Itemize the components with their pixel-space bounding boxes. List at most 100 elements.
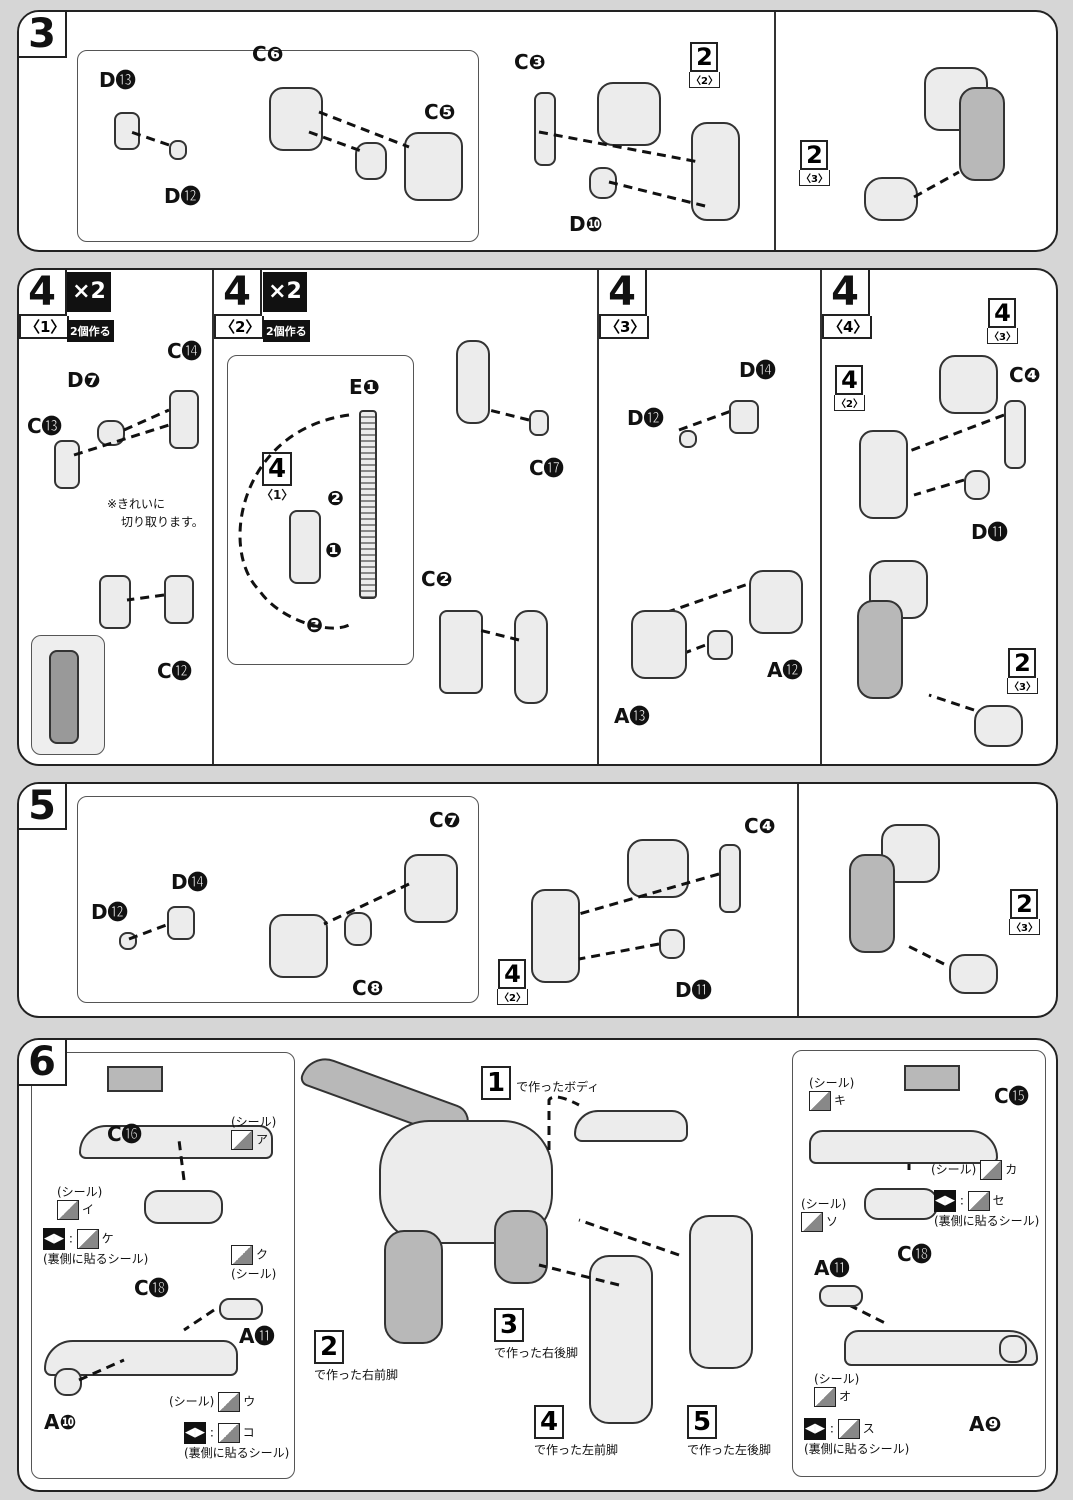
foot-part (864, 177, 918, 221)
leg-part (859, 430, 908, 519)
part-label: C❽ (352, 976, 384, 1000)
part-label: C⓮ (167, 339, 202, 363)
part-label: E❶ (349, 375, 380, 399)
part-a11 (219, 1298, 263, 1320)
step-number: 6 (19, 1040, 67, 1086)
step-reference-sub: 〈1〉 (261, 488, 294, 502)
part-c2 (439, 610, 483, 694)
divider (212, 270, 214, 764)
seal-icon (76, 1229, 99, 1249)
part-label: D⓮ (739, 358, 776, 382)
assembled-joint (99, 575, 131, 629)
part-leg (691, 122, 740, 221)
seal-label: ク(シール) (231, 1245, 276, 1282)
back-seal-label: ◀▶ : コ(裏側に貼るシール) (184, 1422, 289, 1461)
step-order-3: ❸ (306, 613, 323, 637)
left-wing-box (31, 1052, 295, 1479)
part-label: A⓬ (767, 658, 803, 682)
part-d13 (114, 112, 140, 150)
part-label: D⓬ (91, 900, 128, 924)
part-c3 (534, 92, 556, 166)
cut-cleanly-note: 切り取ります。 (121, 515, 204, 529)
part-label: A⓫ (814, 1256, 850, 1280)
part-a9 (999, 1335, 1027, 1363)
back-seal-label: ◀▶ : ケ(裏側に貼るシール) (43, 1228, 148, 1267)
step-reference: 4〈3〉 (987, 298, 1018, 344)
step-reference: 2〈3〉 (1007, 648, 1038, 694)
right-front-leg (384, 1230, 443, 1344)
part-label: D⓬ (164, 184, 201, 208)
make-two-note: 2個作る (263, 320, 310, 342)
part-label: A⓭ (614, 704, 650, 728)
part-d11 (964, 470, 990, 500)
seal-icon (837, 1419, 860, 1439)
part-d14 (729, 400, 759, 434)
part-label: C⓲ (134, 1276, 169, 1300)
left-front-leg (589, 1255, 653, 1424)
step-reference: 4 (262, 452, 292, 486)
part-hip (597, 82, 661, 146)
part-d12 (679, 430, 697, 448)
part-d14 (167, 906, 195, 940)
part-label: C⓲ (897, 1242, 932, 1266)
part-label: C❹ (744, 814, 776, 838)
step-order-1: ❶ (325, 538, 342, 562)
part-c7 (404, 854, 458, 923)
part-label: C❹ (1009, 363, 1041, 387)
make-two-note: 2個作る (67, 320, 114, 342)
part-label: C❷ (421, 567, 453, 591)
part-label: D⓬ (627, 406, 664, 430)
part-c17 (529, 410, 549, 436)
part-label: C⓯ (994, 1084, 1029, 1108)
seal-preview (904, 1065, 960, 1091)
part-a12 (749, 570, 803, 634)
part-d7 (97, 420, 125, 446)
step-number: 4 (214, 270, 262, 316)
part-label: C❺ (424, 100, 456, 124)
step-reference: 4〈2〉 (834, 365, 865, 411)
part-label: D❼ (67, 368, 101, 392)
part-label: C⓭ (27, 414, 62, 438)
flip-arrows-icon: ◀▶ (804, 1418, 826, 1440)
step-number: 3 (19, 12, 67, 58)
step-reference: 4〈2〉 (497, 959, 528, 1005)
leg-assembled-lower (849, 854, 895, 953)
step-substep: 〈2〉 (214, 316, 264, 339)
leg-assembled-lower (857, 600, 903, 699)
part-joint (355, 142, 387, 180)
seal-label: (シール) ウ (169, 1392, 255, 1412)
seal-label: (シール)オ (814, 1370, 859, 1407)
flip-arrows-icon: ◀▶ (43, 1228, 65, 1250)
part-label: D⓫ (675, 978, 712, 1002)
part-label: C❸ (514, 50, 546, 74)
step-reference: 2〈3〉 (1009, 889, 1040, 935)
part-d11 (659, 929, 685, 959)
part-c5 (404, 132, 463, 201)
part-c14 (169, 390, 199, 449)
seal-label: (シール) カ (931, 1160, 1017, 1180)
part-c13 (54, 440, 80, 489)
step-5-panel: 5 C❼ D⓮ D⓬ C❽ C❹ D⓫ 4〈2〉 2〈3〉 (17, 782, 1058, 1018)
part-a10 (54, 1368, 82, 1396)
step-4-panel: 4 〈1〉 ×2 2個作る D❼ C⓮ C⓭ ※きれいに 切り取ります。 C⓬ … (17, 268, 1058, 766)
foot-part (949, 954, 998, 994)
part-c12 (164, 575, 194, 624)
seal-icon (231, 1130, 253, 1150)
part-c18 (144, 1190, 223, 1224)
cut-cleanly-note: ※きれいに (107, 497, 166, 511)
wing-detached (574, 1110, 688, 1142)
wing-c15 (809, 1130, 998, 1164)
body-reference: 1 で作ったボディ (481, 1066, 599, 1100)
step-substep: 〈4〉 (822, 316, 872, 339)
seal-icon (801, 1212, 823, 1232)
seal-label: (シール)ア (231, 1113, 276, 1150)
joint (707, 630, 733, 660)
seal-preview (107, 1066, 163, 1092)
step-number: 4 (599, 270, 647, 316)
seal-icon (814, 1387, 836, 1407)
left-rear-leg (689, 1215, 753, 1369)
divider (597, 270, 599, 764)
part-label: C⓬ (157, 659, 192, 683)
